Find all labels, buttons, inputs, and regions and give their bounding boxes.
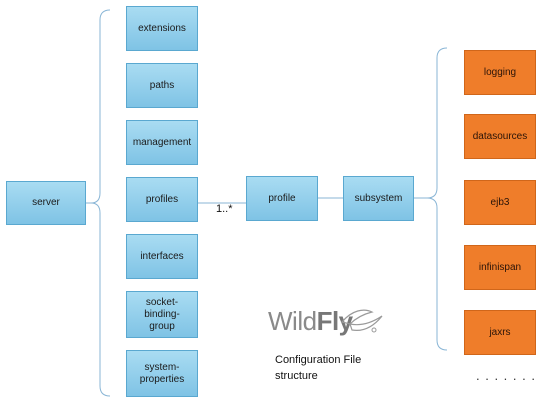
ejb3-node: ejb3 [464, 180, 536, 225]
more-subsystems-ellipsis: . . . . . . . [476, 368, 536, 383]
interfaces-node: interfaces [126, 234, 198, 279]
extensions-node: extensions [126, 6, 198, 51]
profiles-node: profiles [126, 177, 198, 222]
jaxrs-node: jaxrs [464, 310, 536, 355]
right-bracket [426, 47, 448, 351]
multiplicity-label: 1..* [216, 203, 233, 215]
datasources-node: datasources [464, 114, 536, 159]
infinispan-node: infinispan [464, 245, 536, 290]
logging-node: logging [464, 50, 536, 95]
system-properties-node: system- properties [126, 350, 198, 397]
subsystem-node: subsystem [343, 176, 414, 221]
caption: Configuration File structure [275, 352, 361, 384]
management-node: management [126, 120, 198, 165]
fly-icon [340, 309, 383, 333]
caption-line-1: Configuration File [275, 354, 362, 366]
profile-node: profile [246, 176, 318, 221]
caption-line-2: structure [275, 370, 318, 382]
server-label: server [32, 197, 60, 208]
socket-binding-group-node: socket- binding- group [126, 291, 198, 338]
wildfly-logo: WildFly [268, 306, 353, 336]
paths-node: paths [126, 63, 198, 108]
left-bracket [90, 9, 111, 397]
server-node: server [6, 181, 86, 225]
